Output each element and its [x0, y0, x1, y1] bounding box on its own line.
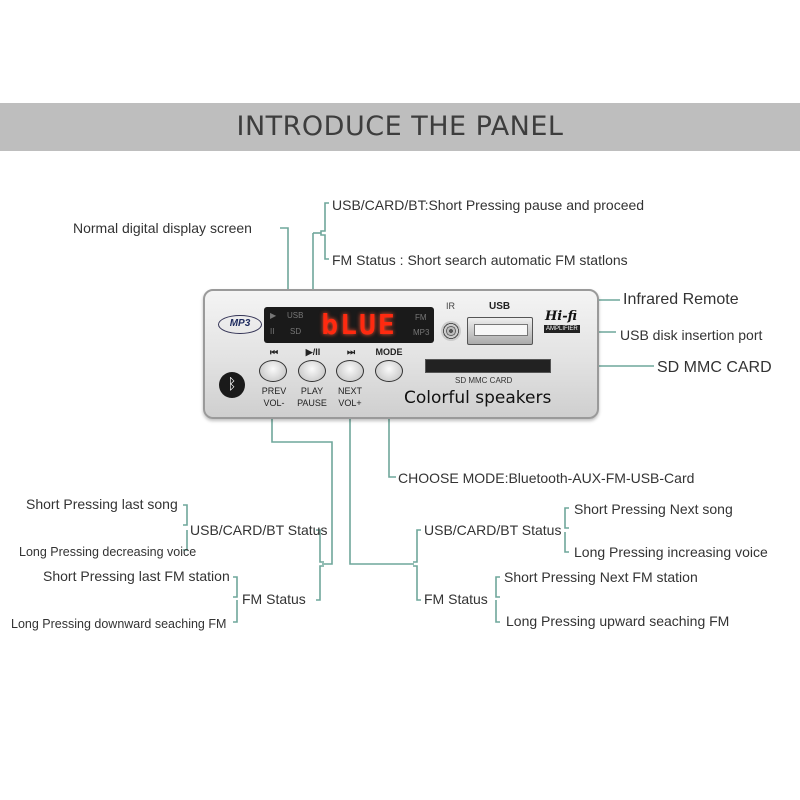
- next-button[interactable]: [336, 360, 364, 382]
- vol-down-label: VOL-: [263, 398, 285, 408]
- sd-card-slot[interactable]: [425, 359, 551, 373]
- play-pause-symbol: ▶/II: [305, 347, 321, 357]
- pause-label: PAUSE: [297, 398, 327, 408]
- annotation-mode: CHOOSE MODE:Bluetooth-AUX-FM-USB-Card: [398, 470, 695, 486]
- display-fm-indicator: FM: [415, 313, 427, 322]
- annotation-usb-port: USB disk insertion port: [620, 327, 763, 343]
- infrared-receiver: [441, 321, 461, 341]
- hifi-logo: Hi-fi: [545, 309, 578, 324]
- bracket-next-fm: [495, 576, 500, 623]
- annotation-prev-long-usb: Long Pressing decreasing voice: [19, 545, 197, 559]
- annotation-display-screen: Normal digital display screen: [73, 220, 252, 236]
- play-pause-button[interactable]: [298, 360, 326, 382]
- next-label: NEXT: [337, 386, 362, 396]
- leader-display: [280, 227, 289, 316]
- next-symbol: ⏭: [346, 347, 356, 357]
- amplifier-badge: AMPLIFIER: [544, 325, 580, 333]
- display-pause-indicator: II: [270, 327, 275, 336]
- annotation-next-long-usb: Long Pressing increasing voice: [574, 544, 768, 560]
- display-sd-indicator: SD: [290, 327, 302, 336]
- display-digits: bLUE: [321, 308, 397, 341]
- usb-label: USB: [489, 301, 511, 312]
- vol-up-label: VOL+: [338, 398, 362, 408]
- sd-slot-label: SD MMC CARD: [455, 376, 513, 385]
- play-label: PLAY: [300, 386, 324, 396]
- annotation-next-fm-status: FM Status: [424, 591, 488, 607]
- title-banner: [0, 103, 800, 151]
- bracket-next-usb: [564, 507, 569, 553]
- page-title: INTRODUCE THE PANEL: [236, 111, 564, 142]
- display-usb-indicator: USB: [287, 311, 304, 320]
- annotation-next-short-usb: Short Pressing Next song: [574, 501, 733, 517]
- annotation-sd-card: SD MMC CARD: [657, 359, 772, 376]
- prev-symbol: ⏮: [269, 347, 279, 357]
- annotation-prev-short-usb: Short Pressing last song: [26, 496, 178, 512]
- annotation-prev-short-fm: Short Pressing last FM station: [43, 568, 230, 584]
- annotation-next-usb-status: USB/CARD/BT Status: [424, 522, 562, 538]
- display-play-indicator: ▶: [270, 311, 277, 320]
- prev-label: PREV: [261, 386, 287, 396]
- leader-next: [349, 382, 414, 565]
- bracket-prev-fm: [233, 576, 238, 623]
- annotation-next-long-fm: Long Pressing upward seaching FM: [506, 613, 730, 629]
- bracket-prev-usb: [183, 504, 188, 551]
- annotation-play-usb: USB/CARD/BT:Short Pressing pause and pro…: [332, 197, 645, 213]
- display-mp3-indicator: MP3: [413, 328, 430, 337]
- bracket-play: [320, 202, 329, 260]
- annotation-prev-usb-status: USB/CARD/BT Status: [190, 522, 328, 538]
- bluetooth-icon: ᛒ: [219, 372, 245, 398]
- annotation-next-short-fm: Short Pressing Next FM station: [504, 569, 698, 585]
- annotation-infrared: Infrared Remote: [623, 291, 739, 308]
- bracket-prev-main: [316, 529, 324, 601]
- ir-label: IR: [446, 301, 455, 311]
- annotation-play-fm: FM Status : Short search automatic FM st…: [332, 252, 628, 268]
- annotation-prev-fm-status: FM Status: [242, 591, 306, 607]
- mode-symbol: MODE: [375, 347, 403, 357]
- mp3-logo: MP3: [218, 315, 262, 334]
- annotation-prev-long-fm: Long Pressing downward seaching FM: [11, 617, 227, 631]
- leader-prev: [271, 382, 333, 565]
- led-display-screen: [264, 307, 434, 343]
- brand-text: Colorful speakers: [404, 388, 552, 408]
- mode-button[interactable]: [375, 360, 403, 382]
- bracket-next-main: [413, 529, 421, 601]
- usb-port-slot: [474, 324, 528, 336]
- prev-button[interactable]: [259, 360, 287, 382]
